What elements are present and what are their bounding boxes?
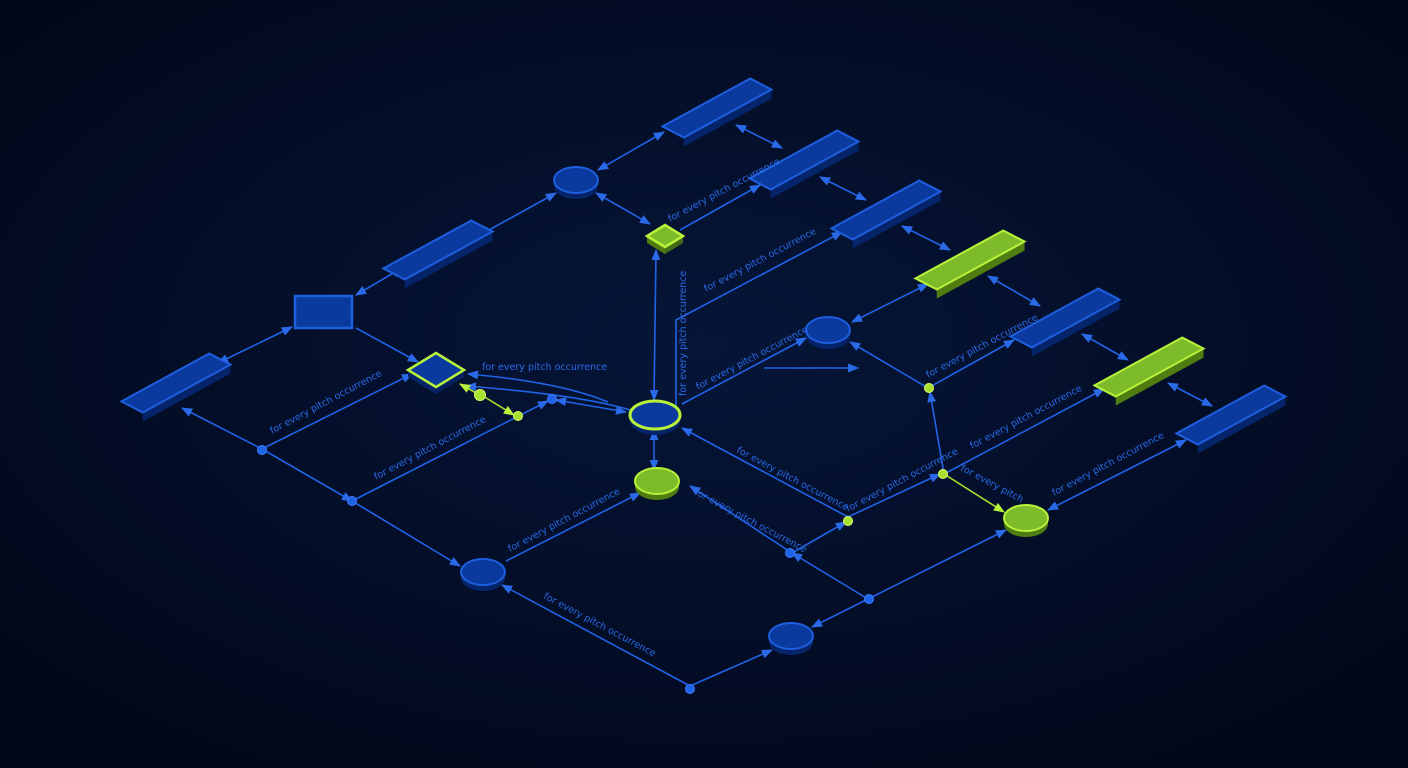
edge-top-disc-to-box1	[597, 131, 665, 171]
process-box-green-1[interactable]	[913, 229, 1027, 299]
junction-dot-green-3[interactable]	[843, 516, 853, 526]
edge-center-to-diamond	[649, 248, 661, 402]
edge-mid-dot-to-green-dot	[791, 521, 847, 554]
decision-diamond-green-top[interactable]	[644, 223, 686, 254]
edge-center-to-box4	[675, 231, 843, 408]
disc-node-top[interactable]	[553, 166, 599, 199]
junction-dot-3[interactable]	[547, 394, 557, 404]
edge-green-dot-to-green-dot-upper	[927, 390, 945, 475]
edge-box3-to-top-disc	[479, 192, 557, 236]
edge-label-6: for every pitch occurrence	[482, 362, 607, 373]
edge-mid-dot-to-green-disc	[689, 485, 793, 554]
edge-green-dot-to-green-dot-r	[847, 473, 942, 518]
disc-node-green-right[interactable]	[1003, 504, 1049, 537]
junction-dot-2[interactable]	[347, 496, 357, 506]
edge-green-box-to-box5	[987, 275, 1041, 307]
process-box-5[interactable]	[1008, 287, 1122, 357]
disc-node-green-center[interactable]	[634, 467, 680, 500]
edge-dot1-to-dot2	[261, 448, 353, 502]
junction-dot-green-2[interactable]	[513, 411, 523, 421]
junction-dot-1[interactable]	[257, 445, 267, 455]
edge-dot2-to-left-disc	[351, 500, 461, 567]
junction-dot-green-1[interactable]	[474, 389, 486, 401]
edge-green-dot-upper-to-disc	[849, 341, 929, 389]
edge-box5-to-green-box2	[1081, 333, 1129, 361]
edge-top-disc-to-diamond	[595, 192, 651, 225]
edge-dot-to-bottom-disc	[810, 598, 869, 628]
process-box-green-2[interactable]	[1092, 336, 1206, 406]
edge-box4-to-green-box	[900, 225, 952, 251]
junction-dot-4[interactable]	[785, 548, 795, 558]
edge-dot1-to-green-diamond	[261, 373, 414, 450]
nodes-layer	[119, 77, 1288, 694]
edge-center-to-right-disc	[681, 337, 807, 405]
disc-node-left[interactable]	[460, 558, 506, 591]
process-box-top-2[interactable]	[747, 129, 861, 199]
edge-dot-to-green-disc-right	[867, 529, 1008, 600]
junction-dot-green-5[interactable]	[938, 469, 948, 479]
edge-green-disc-right-to-box6	[1047, 439, 1187, 511]
edge-green-dot-to-green-disc-right	[943, 473, 1005, 513]
edge-box1-to-box2	[734, 124, 784, 149]
edge-dot-to-dot-mid	[791, 552, 869, 600]
edge-center-loop-a	[466, 370, 609, 403]
decision-diamond-left[interactable]	[405, 351, 467, 394]
edge-square-to-green-diamond	[355, 327, 419, 363]
process-box-left-7[interactable]	[119, 352, 233, 422]
edge-green-dot-to-center	[681, 427, 849, 518]
process-box-6[interactable]	[1174, 384, 1288, 454]
edge-disc-to-green-box	[850, 283, 930, 323]
edge-center-loop-b	[464, 382, 631, 411]
disc-node-center[interactable]	[628, 399, 682, 435]
junction-dot-5[interactable]	[864, 594, 874, 604]
disc-node-bottom[interactable]	[768, 622, 814, 655]
process-box-4[interactable]	[829, 179, 943, 249]
edge-green-box2-to-box6	[1167, 382, 1213, 407]
edge-green-dot-to-green-dot	[482, 395, 515, 416]
edge-box7-to-square	[216, 326, 294, 364]
process-box-left-3[interactable]	[381, 219, 495, 289]
edge-label-15: for every pitch occurrence	[678, 271, 689, 396]
edge-green-dot-to-green-box2	[943, 388, 1105, 475]
edge-green-dot-upper-to-box5	[927, 339, 1015, 389]
edge-bottom-dot-to-left-disc	[501, 584, 691, 687]
process-box-top-1[interactable]	[660, 77, 774, 147]
square-node-left[interactable]	[293, 294, 354, 330]
edge-bottom-dot-to-bottom-disc	[689, 649, 774, 687]
junction-dot-bottom[interactable]	[685, 684, 695, 694]
edge-diamond-to-box2	[679, 184, 761, 231]
disc-node-right[interactable]	[805, 316, 851, 349]
edge-box2-to-box4	[818, 176, 868, 201]
edge-dot1-to-box7	[181, 407, 263, 450]
junction-dot-green-4[interactable]	[924, 383, 934, 393]
edge-dot3-to-center	[554, 397, 628, 415]
edge-left-disc-to-green-disc	[505, 492, 641, 562]
